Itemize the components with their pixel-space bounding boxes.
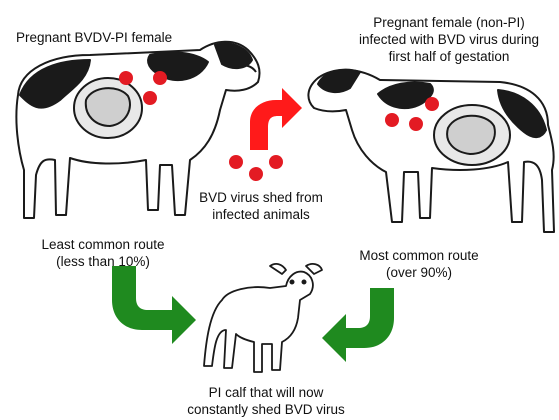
right-cow-label: Pregnant female (non-PI) infected with B… (344, 14, 554, 65)
virus-dot (409, 117, 423, 131)
calf-label: PI calf that will now constantly shed BV… (166, 384, 366, 418)
right-route-label-line-1: Most common route (344, 247, 494, 264)
virus-dot (249, 167, 263, 181)
calf-illustration (204, 264, 322, 372)
virus-dot (425, 97, 439, 111)
calf-label-line-2: constantly shed BVD virus (166, 401, 366, 418)
virus-dot (229, 155, 243, 169)
right-cow-illustration (308, 70, 554, 232)
virus-dot (153, 71, 167, 85)
left-green-curved-arrow-icon (112, 266, 196, 344)
right-cow-label-line-3: first half of gestation (344, 48, 554, 65)
center-label: BVD virus shed from infected animals (186, 189, 336, 223)
red-curved-arrow-icon (250, 88, 302, 150)
left-route-label-line-2: (less than 10%) (28, 253, 178, 270)
calf-label-line-1: PI calf that will now (166, 384, 366, 401)
right-cow-label-line-1: Pregnant female (non-PI) (344, 14, 554, 31)
center-virus-dots (229, 155, 283, 181)
right-green-curved-arrow-icon (322, 288, 394, 362)
virus-dot (143, 91, 157, 105)
virus-dot (385, 113, 399, 127)
virus-dot (269, 155, 283, 169)
left-cow-label: Pregnant BVDV-PI female (16, 29, 212, 46)
right-route-label: Most common route (over 90%) (344, 247, 494, 281)
center-label-line-2: infected animals (186, 206, 336, 223)
left-route-label: Least common route (less than 10%) (28, 236, 178, 270)
right-cow-label-line-2: infected with BVD virus during (344, 31, 554, 48)
left-route-label-line-1: Least common route (28, 236, 178, 253)
virus-dot (119, 71, 133, 85)
center-label-line-1: BVD virus shed from (186, 189, 336, 206)
right-route-label-line-2: (over 90%) (344, 264, 494, 281)
left-cow-label-text: Pregnant BVDV-PI female (16, 29, 212, 46)
